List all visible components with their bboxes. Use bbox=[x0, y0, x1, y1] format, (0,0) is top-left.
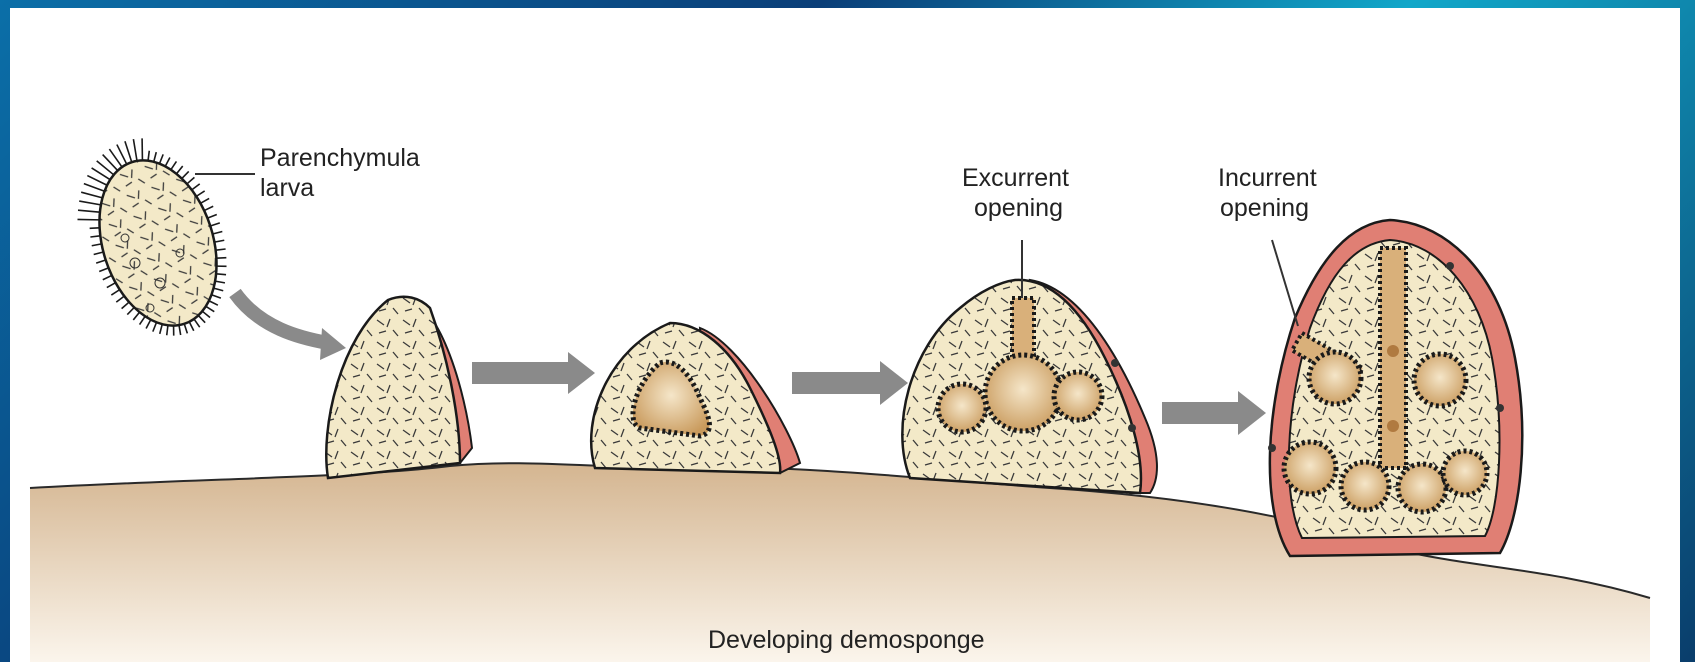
cilium bbox=[125, 141, 132, 162]
sponge-stage-4 bbox=[1268, 220, 1522, 556]
cilium bbox=[122, 302, 130, 309]
diagram-panel: Parenchymula larva Excurrent opening Inc… bbox=[10, 8, 1680, 662]
incurrent-label-line-1: Incurrent bbox=[1218, 164, 1317, 192]
cilium bbox=[94, 252, 104, 254]
cilium bbox=[215, 281, 225, 283]
parenchymula-larva bbox=[77, 138, 236, 340]
cilium bbox=[210, 223, 220, 226]
cilium bbox=[116, 296, 124, 302]
cilium bbox=[182, 171, 189, 178]
larva-label-line-1: Parenchymula bbox=[260, 144, 420, 172]
cilium bbox=[171, 161, 177, 169]
cilium bbox=[207, 214, 216, 218]
cilium bbox=[184, 324, 187, 334]
cilium bbox=[79, 201, 101, 205]
cilium bbox=[78, 210, 100, 212]
cilium bbox=[214, 240, 224, 242]
cilium bbox=[140, 316, 146, 324]
cilium bbox=[160, 324, 163, 334]
cilium bbox=[148, 151, 149, 161]
cilium bbox=[96, 260, 106, 263]
cilium bbox=[103, 275, 112, 279]
sponge-stage-1 bbox=[326, 297, 472, 478]
cilium bbox=[92, 244, 102, 246]
cilium bbox=[159, 154, 163, 163]
cilium bbox=[176, 166, 182, 174]
cilium bbox=[90, 236, 100, 237]
sponge-stage-2 bbox=[591, 323, 800, 473]
arrow-3 bbox=[792, 361, 908, 405]
cilium bbox=[87, 176, 107, 186]
cilium bbox=[111, 290, 119, 295]
cilium bbox=[90, 228, 100, 229]
larva-label-line-2: larva bbox=[260, 174, 314, 202]
cilium bbox=[216, 258, 226, 259]
diagram-caption: Developing demosponge bbox=[708, 626, 985, 654]
cilium bbox=[153, 322, 157, 331]
cilium bbox=[216, 274, 226, 275]
cilium bbox=[214, 288, 224, 291]
cilium bbox=[179, 325, 181, 335]
cilium bbox=[165, 158, 170, 167]
cilium bbox=[84, 184, 105, 192]
incurrent-label-line-2: opening bbox=[1220, 194, 1309, 222]
excurrent-label-line-2: opening bbox=[974, 194, 1063, 222]
cilium bbox=[196, 191, 204, 196]
cilium bbox=[133, 312, 139, 320]
cilium bbox=[206, 306, 214, 311]
cilium bbox=[216, 249, 226, 250]
cilium bbox=[200, 198, 209, 203]
cilium bbox=[81, 192, 102, 198]
cilium bbox=[146, 320, 151, 329]
sponge-stage-3 bbox=[902, 280, 1157, 493]
cilium bbox=[192, 184, 200, 190]
incurrent-leader-line bbox=[1272, 240, 1298, 326]
arrow-1 bbox=[235, 293, 346, 360]
cilium bbox=[167, 325, 168, 335]
cilium bbox=[187, 177, 195, 184]
cilium bbox=[204, 206, 213, 210]
cilium bbox=[154, 152, 157, 162]
arrow-2 bbox=[472, 352, 595, 394]
cilium bbox=[209, 301, 218, 305]
sponge-development-diagram: Parenchymula larva Excurrent opening Inc… bbox=[10, 8, 1680, 662]
cilium bbox=[211, 295, 220, 298]
cilium bbox=[127, 307, 134, 314]
cilium bbox=[194, 319, 200, 327]
cilium bbox=[198, 315, 205, 322]
arrow-4 bbox=[1162, 391, 1266, 435]
cilium bbox=[99, 268, 108, 272]
cilium bbox=[133, 139, 137, 161]
cilium bbox=[107, 283, 116, 288]
cilium bbox=[213, 232, 223, 234]
cilium bbox=[202, 311, 210, 317]
cilium bbox=[189, 322, 193, 331]
excurrent-label-line-1: Excurrent bbox=[962, 164, 1069, 192]
